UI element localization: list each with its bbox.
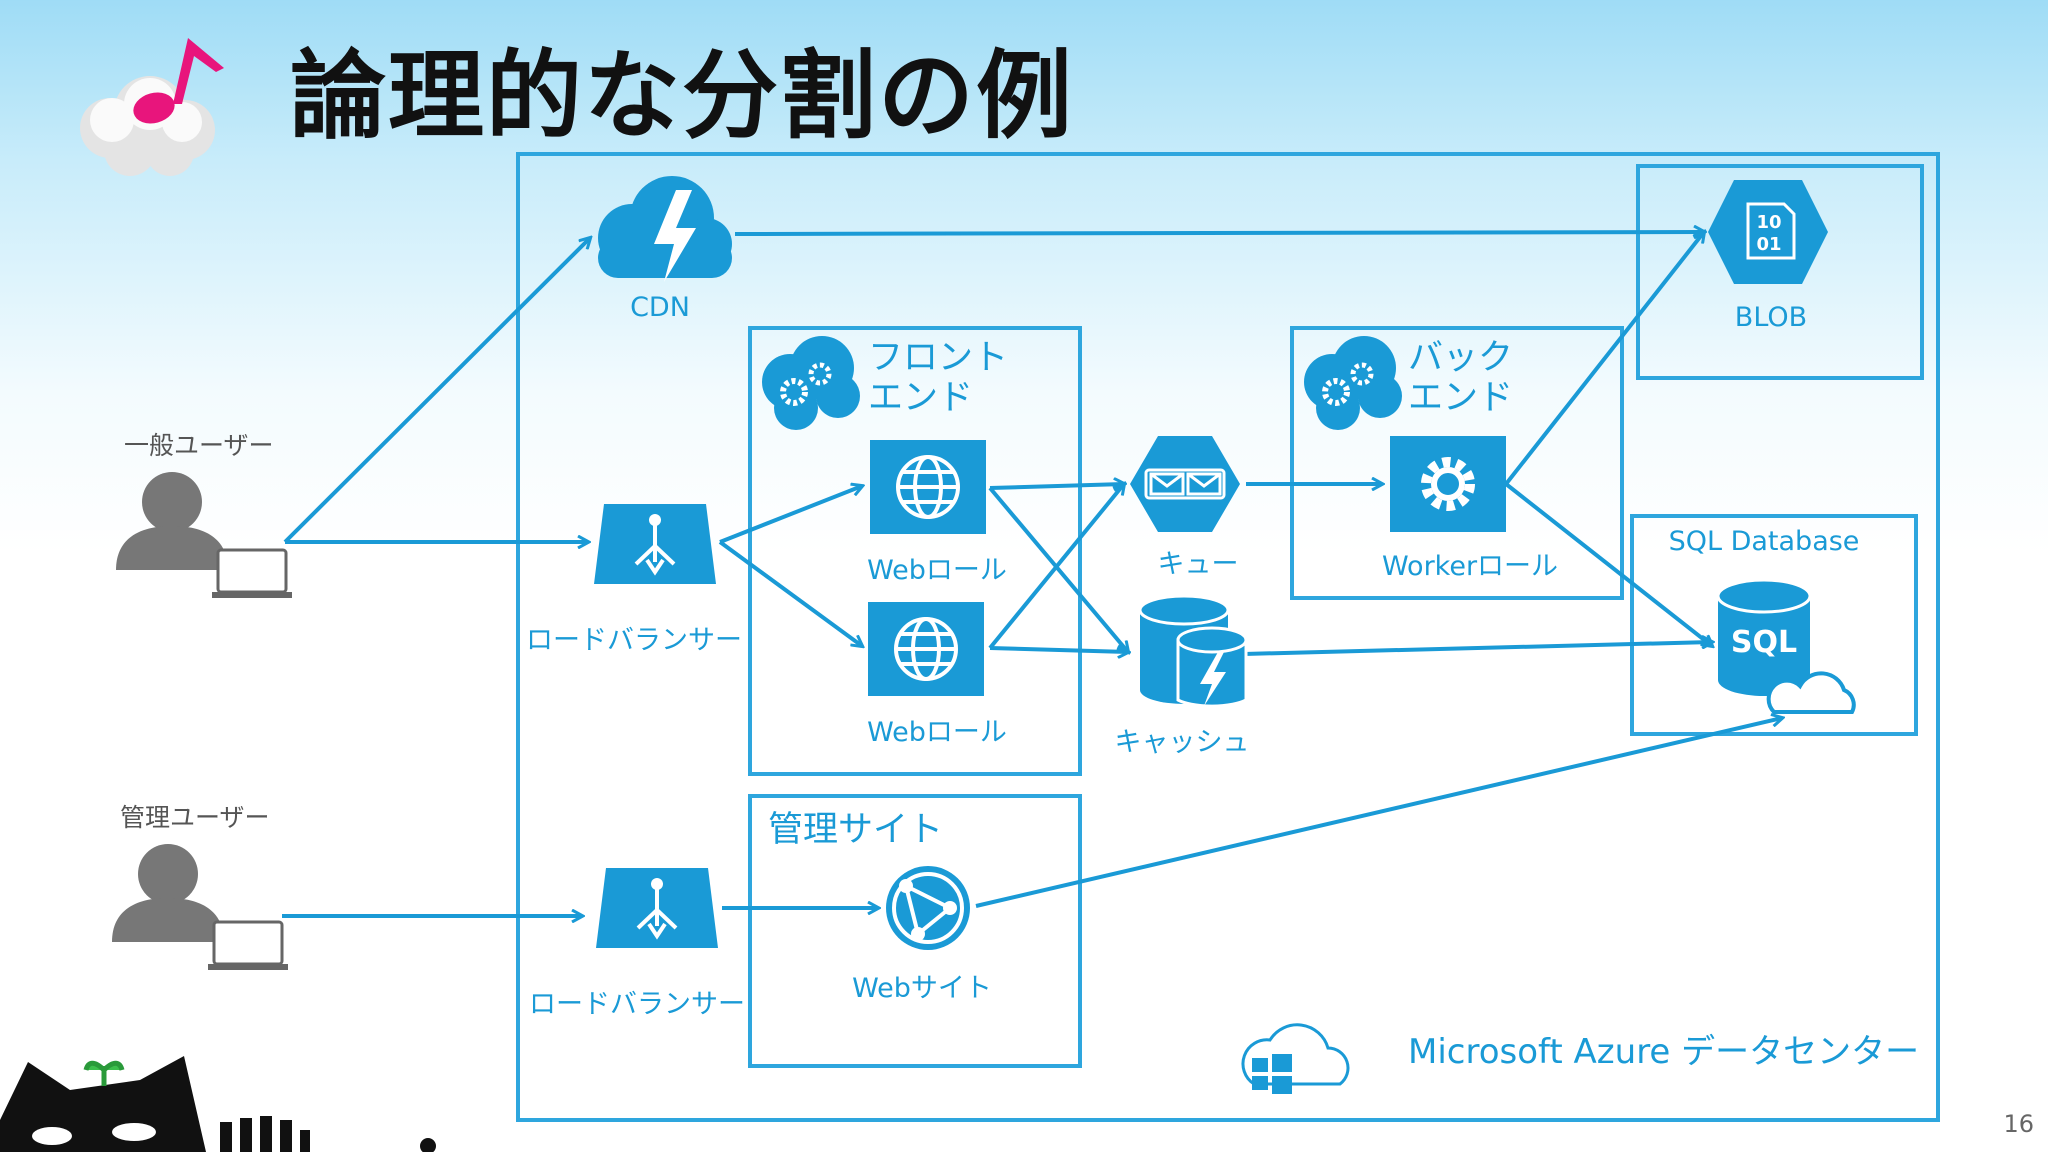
arrow-cdn-to-blob — [734, 232, 1704, 234]
load-balancer-icon-bottom — [596, 868, 718, 948]
page-number: 16 — [2003, 1110, 2034, 1138]
cache-icon — [1138, 594, 1248, 708]
frontend-box — [748, 326, 1082, 776]
load-balancer-label-top: ロードバランサー — [526, 625, 742, 656]
general-user-label: 一般ユーザー — [124, 431, 274, 460]
web-role-icon-2 — [868, 602, 984, 696]
cdn-cloud-icon — [598, 176, 732, 282]
frontend-label-line1: フロント — [868, 338, 1009, 378]
worker-role-label: Workerロール — [1381, 551, 1559, 582]
sql-icon-text: SQL — [1731, 625, 1797, 660]
cat-mascot-image — [0, 1056, 436, 1152]
frontend-label-line2: エンド — [868, 378, 974, 418]
slide-title: 論理的な分割の例 — [290, 40, 1074, 152]
web-role-icon-1 — [870, 440, 986, 534]
cloud-service-gear-icon-frontend — [762, 336, 860, 430]
queue-icon — [1130, 436, 1240, 532]
arrow-web2-to-cache — [989, 648, 1128, 652]
datacenter-label: Microsoft Azure データセンター — [1408, 1032, 1920, 1072]
backend-box — [1290, 326, 1624, 600]
admin-user-label: 管理ユーザー — [120, 803, 270, 832]
blob-box — [1636, 164, 1924, 380]
arrow-web1-to-cache — [988, 486, 1128, 652]
sql-database-box — [1630, 514, 1918, 736]
blob-icon-text-2: 01 — [1756, 234, 1781, 255]
blob-icon-text-1: 10 — [1756, 212, 1781, 233]
admin-user-icon — [112, 844, 288, 970]
blob-icon: 10 01 — [1708, 180, 1828, 284]
azure-cloud-icon — [1241, 1023, 1350, 1094]
load-balancer-label-bottom: ロードバランサー — [529, 989, 745, 1020]
admin-site-label: 管理サイト — [768, 810, 944, 850]
arrow-cache-to-sql — [1243, 642, 1712, 656]
arrow-user-to-cdn — [283, 238, 590, 544]
admin-site-box — [748, 794, 1082, 1068]
queue-label: キュー — [1157, 549, 1239, 580]
arrow-lb-to-web2 — [718, 540, 862, 646]
arrow-lb-to-web1 — [719, 486, 862, 544]
connection-arrows — [282, 232, 1782, 916]
cloud-service-gear-icon-backend — [1304, 336, 1402, 430]
web-role-label-1: Webロール — [867, 555, 1007, 586]
sql-database-label: SQL Database — [1668, 526, 1860, 557]
load-balancer-icon-top — [594, 504, 716, 584]
cdn-label: CDN — [630, 292, 690, 323]
arrow-worker-to-sql — [1504, 482, 1712, 646]
arrow-worker-to-blob — [1504, 232, 1704, 486]
general-user-icon — [116, 472, 292, 598]
web-role-label-2: Webロール — [867, 717, 1007, 748]
backend-label-line2: エンド — [1408, 378, 1514, 418]
datacenter-box — [516, 152, 1940, 1122]
website-label: Webサイト — [852, 973, 992, 1004]
sql-database-icon: SQL — [1716, 578, 1856, 714]
website-icon — [886, 866, 970, 950]
worker-role-icon — [1390, 436, 1506, 532]
cache-label: キャッシュ — [1114, 727, 1250, 758]
arrow-website-to-sql — [975, 718, 1782, 908]
music-cloud-logo — [80, 38, 224, 176]
blob-label: BLOB — [1734, 302, 1808, 333]
arrow-web1-to-queue — [989, 484, 1124, 488]
backend-label-line1: バック — [1408, 338, 1514, 378]
arrow-web2-to-queue — [988, 484, 1124, 650]
